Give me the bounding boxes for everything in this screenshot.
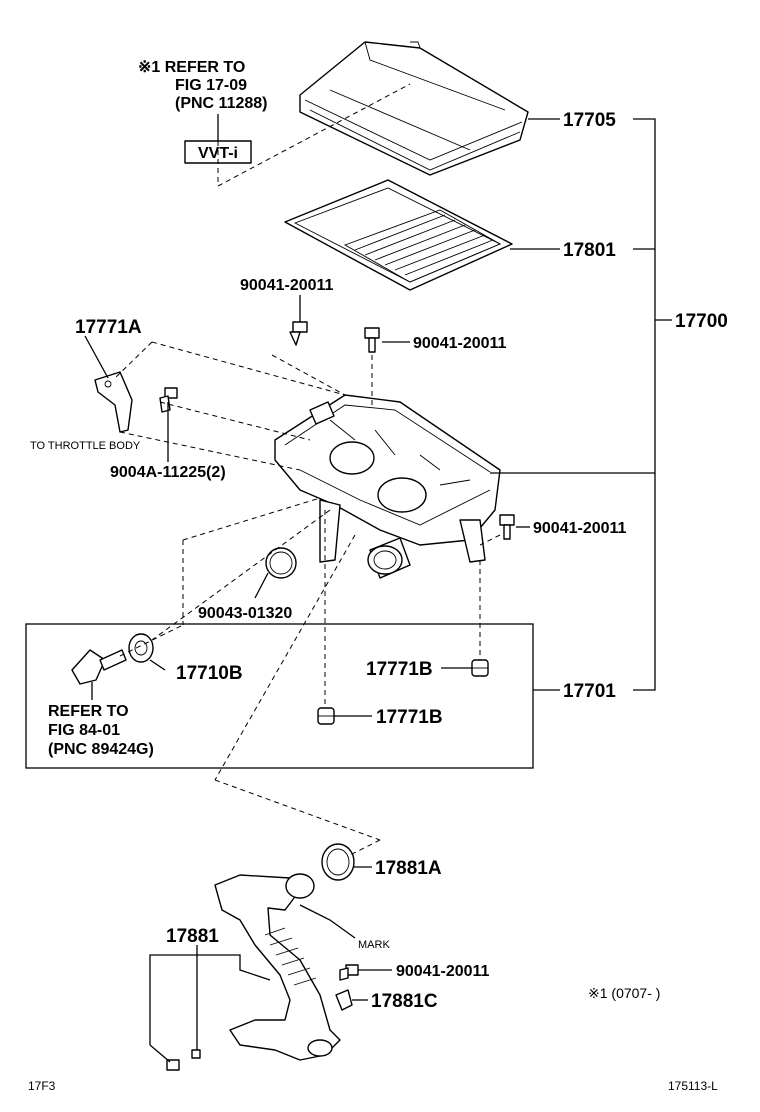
label-17881c: 17881C bbox=[371, 991, 438, 1012]
refer2-line3: (PNC 89424G) bbox=[48, 741, 154, 758]
label-90041-a: 90041-20011 bbox=[240, 277, 334, 294]
bolt-90041-b bbox=[364, 327, 380, 353]
label-90041-c: 90041-20011 bbox=[533, 520, 627, 537]
bolt-90041-a bbox=[289, 321, 308, 346]
note-ref-line2: FIG 17-09 bbox=[175, 77, 247, 94]
footer-right: 175113-L bbox=[668, 1079, 718, 1093]
air-cleaner-cap bbox=[299, 41, 529, 176]
bolt-90041-c bbox=[499, 514, 515, 540]
cushion-17771b-a bbox=[471, 659, 489, 677]
label-17705: 17705 bbox=[563, 110, 616, 131]
label-mark: MARK bbox=[358, 939, 390, 951]
refer2-line2: FIG 84-01 bbox=[48, 722, 120, 739]
note-date: ※1 (0707- ) bbox=[588, 985, 660, 1001]
refer2-line1: REFER TO bbox=[48, 703, 129, 720]
label-90041-b: 90041-20011 bbox=[413, 335, 507, 352]
hose-clamp-17881a bbox=[321, 843, 355, 881]
bracket-17771a bbox=[94, 371, 133, 433]
bolt-90041-d bbox=[339, 964, 359, 981]
label-17881a: 17881A bbox=[375, 858, 442, 879]
o-ring bbox=[265, 547, 297, 579]
label-17801: 17801 bbox=[563, 240, 616, 261]
label-17701: 17701 bbox=[563, 681, 616, 702]
intake-air-temp-sensor bbox=[71, 649, 127, 685]
grommet-17710b bbox=[128, 633, 154, 663]
subassembly-box bbox=[25, 623, 534, 769]
cushion-17771b-b bbox=[317, 707, 335, 725]
label-17710b: 17710B bbox=[176, 663, 243, 684]
label-17771a: 17771A bbox=[75, 317, 142, 338]
footer-left: 17F3 bbox=[28, 1079, 56, 1093]
air-cleaner-case bbox=[274, 394, 501, 579]
label-90041-d: 90041-20011 bbox=[396, 963, 490, 980]
note-ref-line1: ※1 REFER TO bbox=[138, 59, 245, 76]
label-90043: 90043-01320 bbox=[198, 605, 292, 622]
intake-hose bbox=[214, 873, 341, 1061]
label-17881: 17881 bbox=[166, 926, 219, 947]
label-17771b-b: 17771B bbox=[376, 707, 443, 728]
label-9004a: 9004A-11225(2) bbox=[110, 464, 226, 481]
note-ref-line3: (PNC 11288) bbox=[175, 95, 268, 112]
label-17700: 17700 bbox=[675, 311, 728, 332]
clip-17881c bbox=[335, 989, 353, 1011]
air-filter-element bbox=[284, 179, 513, 291]
label-17771b-a: 17771B bbox=[366, 659, 433, 680]
label-to-throttle-body: TO THROTTLE BODY bbox=[30, 440, 141, 452]
